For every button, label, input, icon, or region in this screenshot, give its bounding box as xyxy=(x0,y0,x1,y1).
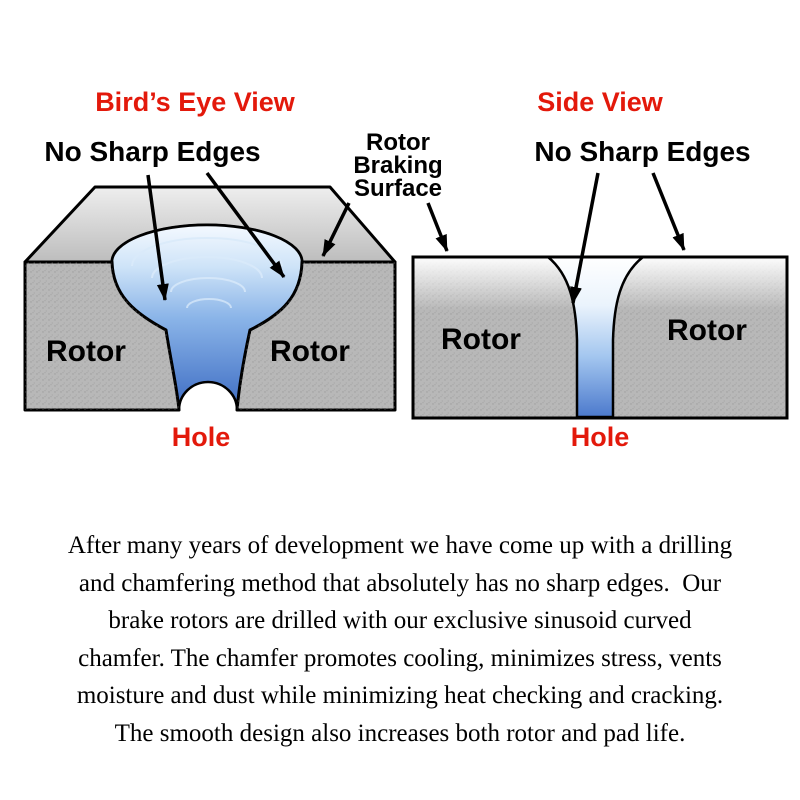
no-sharp-edges-label-left: No Sharp Edges xyxy=(44,136,261,167)
rotor-front-left-texture xyxy=(25,262,179,410)
arrow-braking-surface-right xyxy=(426,202,449,252)
side-view-title: Side View xyxy=(537,87,663,117)
chamfer-contour-arc xyxy=(131,237,283,267)
arrow-no-sharp-edges-left-1 xyxy=(146,174,169,301)
arrow-no-sharp-edges-right-2 xyxy=(651,172,686,251)
chamfer-contour-arc xyxy=(151,256,263,279)
hole-label-bird: Hole xyxy=(171,422,231,452)
arrow-no-sharp-edges-left-2 xyxy=(205,171,286,279)
arrow-no-sharp-edges-right-1 xyxy=(570,172,600,304)
chamfer-contour-arc xyxy=(186,298,232,309)
no-sharp-edges-label-right: No Sharp Edges xyxy=(534,136,751,167)
side-rotor-outline xyxy=(411,255,789,420)
rotor-front-right-texture xyxy=(237,262,395,410)
description-text: After many years of development we have … xyxy=(67,532,733,747)
rotor-label-bird-left: Rotor xyxy=(46,335,126,368)
hole-label-side: Hole xyxy=(570,422,630,452)
rotor-label-side-left: Rotor xyxy=(441,323,521,356)
rotor-label-side-right: Rotor xyxy=(667,314,747,347)
bird-eye-view-title: Bird’s Eye View xyxy=(95,87,295,117)
callout-arrows xyxy=(146,171,686,304)
arrow-braking-surface-left xyxy=(321,202,351,257)
rotor-braking-surface-label: Rotor Braking Surface xyxy=(353,129,443,202)
rotor-label-bird-right: Rotor xyxy=(270,335,350,368)
side-view-drawing xyxy=(411,255,789,420)
diagram-artwork xyxy=(23,171,789,420)
chamfer-contour-arc xyxy=(170,277,246,293)
